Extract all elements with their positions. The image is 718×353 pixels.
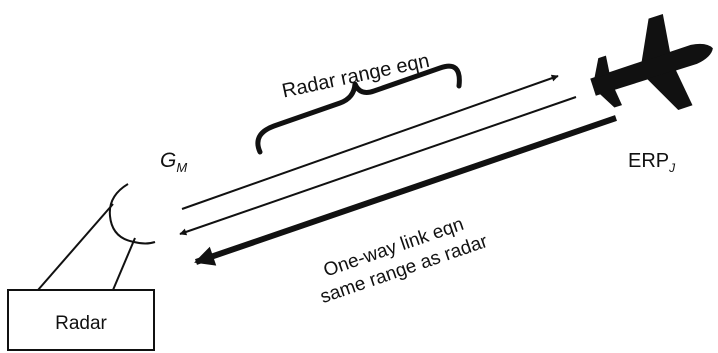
one-way-link-label: One-way link eqn same range as radar bbox=[310, 208, 491, 308]
aircraft-icon bbox=[590, 14, 713, 110]
antenna-gain-label: GM bbox=[160, 149, 187, 175]
antenna-gain-subscript: M bbox=[176, 160, 187, 175]
radar-range-brace bbox=[255, 63, 462, 155]
radar-box bbox=[7, 289, 155, 351]
erp-label: ERPJ bbox=[628, 150, 676, 175]
antenna-gain-symbol: G bbox=[160, 149, 176, 172]
erp-symbol: ERP bbox=[628, 150, 669, 172]
radar-box-label: Radar bbox=[55, 313, 107, 334]
erp-subscript: J bbox=[668, 161, 676, 175]
antenna-support-left bbox=[37, 203, 114, 291]
antenna-dish-icon bbox=[108, 183, 156, 245]
antenna-support-right bbox=[112, 237, 136, 291]
radar-echo-arrow bbox=[179, 96, 577, 236]
radar-outbound-arrow bbox=[181, 74, 559, 210]
radar-range-label: Radar range eqn bbox=[280, 50, 431, 103]
jammer-link-arrow bbox=[194, 115, 617, 266]
